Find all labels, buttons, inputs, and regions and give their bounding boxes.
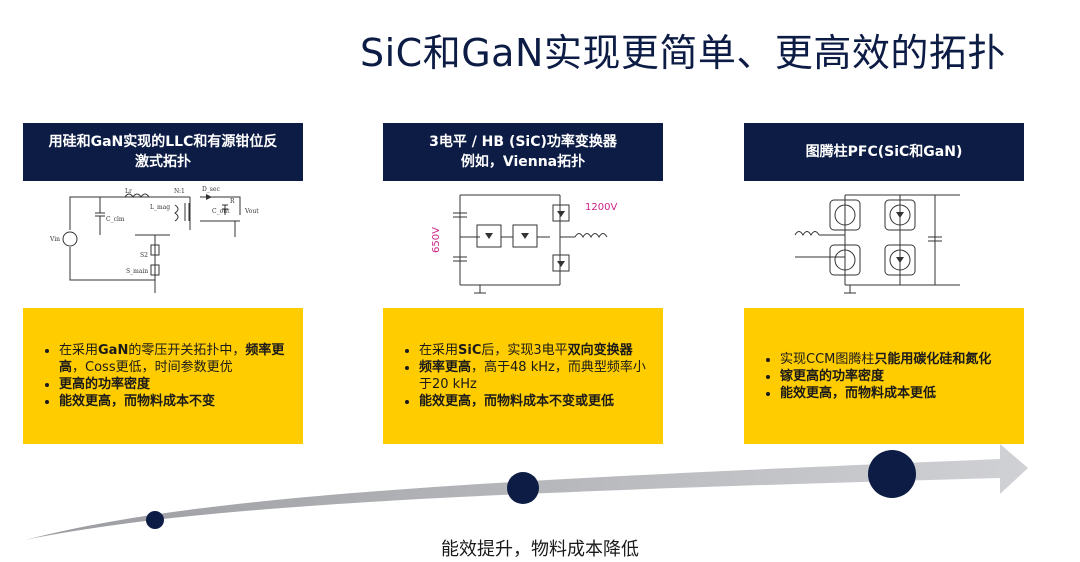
label-dsec: D_sec bbox=[202, 186, 220, 193]
label-vout: Vout bbox=[244, 208, 259, 215]
label-r: R bbox=[230, 198, 235, 205]
bullet: 能效更高，而物料成本不变或更低 bbox=[419, 393, 649, 410]
totem-pole-circuit-diagram bbox=[794, 194, 960, 294]
bullet: 镓更高的功率密度 bbox=[780, 368, 1010, 385]
header-line: 图腾柱PFC(SiC和GaN) bbox=[805, 144, 963, 160]
llc-circuit-diagram: Lr N:1 D_sec L_mag C_clm Vin S2 S_main C… bbox=[49, 186, 259, 293]
label-ratio: N:1 bbox=[174, 188, 185, 195]
header-line: 用硅和GaN实现的LLC和有源钳位反 bbox=[48, 134, 278, 150]
bullet: 能效更高，而物料成本不变 bbox=[59, 393, 289, 410]
header-line: 3电平 / HB (SiC)功率变换器 bbox=[429, 134, 617, 150]
milestone-dot bbox=[146, 511, 164, 529]
bullet: 频率更高，高于48 kHz，而典型频率小于20 kHz bbox=[419, 359, 649, 393]
note-llc: 在采用GaN的零压开关拓扑中，频率更高，Coss更低，时间参数更优 更高的功率密… bbox=[23, 308, 303, 444]
column-header-llc: 用硅和GaN实现的LLC和有源钳位反 激式拓扑 bbox=[23, 123, 303, 181]
label-650v: 650V bbox=[431, 227, 442, 253]
column-header-totem-pole: 图腾柱PFC(SiC和GaN) bbox=[744, 123, 1024, 181]
milestone-dot bbox=[868, 450, 916, 498]
label-lmag: L_mag bbox=[150, 204, 170, 211]
bullet: 在采用SiC后，实现3电平双向变换器 bbox=[419, 342, 649, 359]
label-lr: Lr bbox=[125, 188, 132, 195]
bullet: 在采用GaN的零压开关拓扑中，频率更高，Coss更低，时间参数更优 bbox=[59, 342, 289, 376]
milestone-dot bbox=[507, 472, 539, 504]
label-smain: S_main bbox=[126, 268, 148, 275]
label-1200v: 1200V bbox=[585, 202, 617, 213]
footer-caption: 能效提升，物料成本降低 bbox=[441, 539, 639, 560]
label-vin: Vin bbox=[49, 236, 60, 243]
bullet: 更高的功率密度 bbox=[59, 376, 289, 393]
header-line: 激式拓扑 bbox=[135, 154, 191, 170]
progress-arrow bbox=[25, 444, 1028, 540]
label-cclm: C_clm bbox=[106, 216, 125, 223]
page-title: SiC和GaN实现更简单、更高效的拓扑 bbox=[360, 31, 1006, 75]
bullet: 实现CCM图腾柱只能用碳化硅和氮化 bbox=[780, 351, 1010, 368]
note-3level: 在采用SiC后，实现3电平双向变换器 频率更高，高于48 kHz，而典型频率小于… bbox=[383, 308, 663, 444]
column-header-3level: 3电平 / HB (SiC)功率变换器 例如，Vienna拓扑 bbox=[383, 123, 663, 181]
three-level-circuit-diagram: 1200V 650V bbox=[431, 194, 617, 294]
header-line: 例如，Vienna拓扑 bbox=[460, 154, 586, 170]
note-totem-pole: 实现CCM图腾柱只能用碳化硅和氮化 镓更高的功率密度 能效更高，而物料成本更低 bbox=[744, 308, 1024, 444]
label-cout: C_out bbox=[212, 208, 230, 215]
label-s2: S2 bbox=[140, 252, 148, 259]
bullet: 能效更高，而物料成本更低 bbox=[780, 385, 1010, 402]
